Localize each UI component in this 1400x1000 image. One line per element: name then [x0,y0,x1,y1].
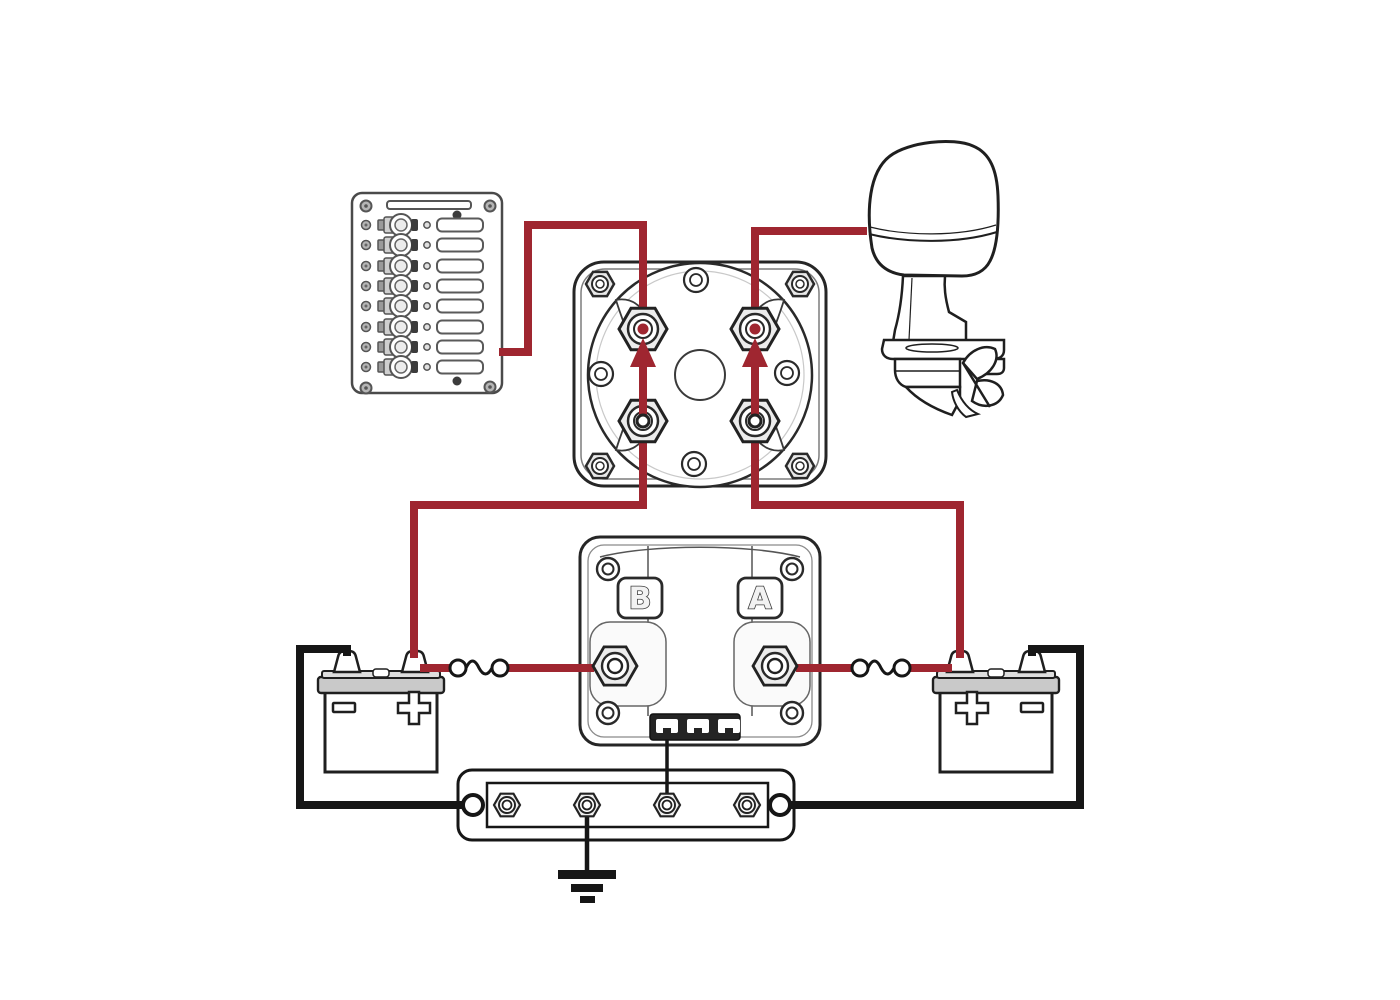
acr-label-a-box [736,576,784,620]
battery-2-plus-symbol [954,690,990,726]
acr-label-b: B [629,582,652,617]
acr: B A [578,535,822,747]
switch-center-hub [674,349,726,401]
outboard-cowling [867,140,1000,278]
outboard-motor [867,140,1006,419]
busbar-stud-1 [492,792,522,818]
switch-corner-screw [584,452,616,480]
current-arrow-right [742,338,768,421]
inline-fuse-right [850,658,912,678]
battery-2-minus-symbol [1019,701,1045,714]
outboard-propeller [961,346,998,381]
battery-1-minus-symbol [331,701,357,714]
acr-stud-a [751,645,799,687]
positive-wire-panel [499,221,647,356]
panel-header-bar [386,200,472,210]
acr-stud-b [591,645,639,687]
current-arrow-left [630,338,656,421]
negative-wire-battery-1 [296,645,473,809]
busbar-stud-4 [732,792,762,818]
acr-ground-terminal [649,713,741,741]
battery-2 [931,649,1061,774]
acr-label-a: A [748,582,772,617]
positive-wire-outboard [751,227,867,332]
busbar-stud-2 [572,792,602,818]
outboard-gearcase [893,357,962,389]
outboard-midsection [891,274,968,344]
battery-switch [572,260,828,489]
switch-corner-screw [584,270,616,298]
switch-corner-screw [784,270,816,298]
panel-bolt-top [452,210,462,220]
switch-corner-screw [784,452,816,480]
positive-wire-battery-2 [751,419,964,658]
positive-wire-battery-1 [410,419,647,658]
negative-wire-battery-2 [780,645,1084,809]
panel-bolt-bottom [452,376,462,386]
inline-fuse-left [448,658,510,678]
busbar-stud-3 [652,792,682,818]
fuse-panel [350,191,504,395]
battery-1-plus-symbol [396,690,432,726]
negative-bus-bar [456,768,796,842]
ring-terminal-left [461,793,485,817]
battery-1 [316,649,446,774]
ring-terminal-right [768,793,792,817]
acr-label-b-box [616,576,664,620]
